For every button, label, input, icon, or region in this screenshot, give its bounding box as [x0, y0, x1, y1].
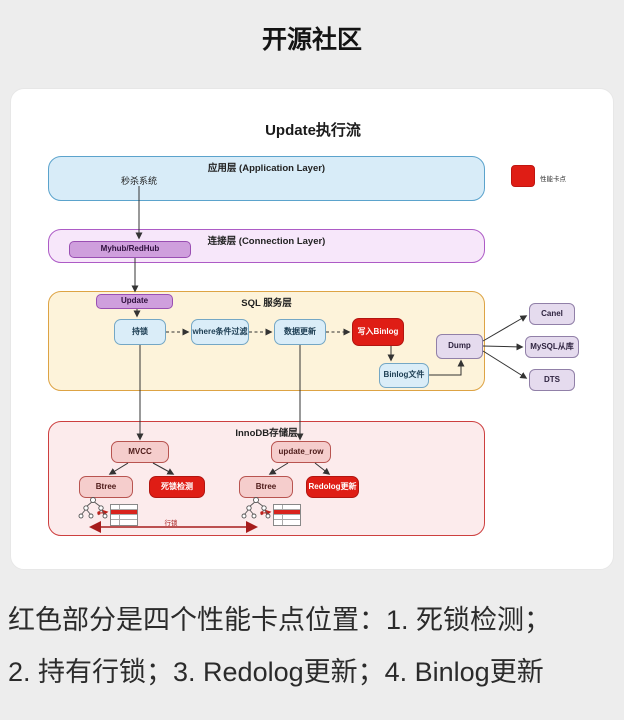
- mysql-replica-node: MySQL从库: [525, 336, 579, 358]
- mvcc-node: MVCC: [111, 441, 169, 463]
- data-update-node: 数据更新: [274, 319, 326, 345]
- table-row: [274, 520, 300, 525]
- caption-line-2: 2. 持有行锁；3. Redolog更新；4. Binlog更新: [8, 657, 544, 687]
- innodb-storage-layer-title: InnoDB存储层: [235, 428, 298, 439]
- row-lock-label: 行锁: [164, 520, 178, 527]
- btree-left-node: Btree: [79, 476, 133, 498]
- table-row: [111, 520, 137, 525]
- page-title: 开源社区: [261, 26, 362, 54]
- where-filter-node: where条件过滤: [191, 319, 249, 345]
- legend-bottleneck-swatch: [511, 165, 535, 187]
- update-node: Update: [96, 294, 173, 309]
- proxy-node: Myhub/RedHub: [69, 241, 191, 258]
- dts-node: DTS: [529, 369, 575, 391]
- table-row: [111, 515, 137, 520]
- data-page-table-left: [110, 504, 138, 526]
- connection-layer-title: 连接层 (Connection Layer): [207, 236, 326, 247]
- caption: 红色部分是四个性能卡点位置：1. 死锁检测； 2. 持有行锁；3. Redolo…: [8, 594, 620, 698]
- table-row: [274, 515, 300, 520]
- redolog-update-node: Redolog更新: [306, 476, 359, 498]
- data-page-table-right: [273, 504, 301, 526]
- binlog-file-node: Binlog文件: [379, 363, 429, 388]
- application-layer: 应用层 (Application Layer): [48, 156, 485, 201]
- btree-right-node: Btree: [239, 476, 293, 498]
- canal-node: Canel: [529, 303, 575, 325]
- application-layer-title: 应用层 (Application Layer): [207, 163, 326, 174]
- update-row-node: update_row: [271, 441, 331, 463]
- seckill-system-node: 秒杀系统: [120, 176, 157, 186]
- write-binlog-node: 写入Binlog: [352, 318, 404, 346]
- diagram-title: Update执行流: [265, 122, 361, 139]
- hold-lock-node: 持锁: [114, 319, 166, 345]
- table-row-locked: [111, 510, 137, 515]
- deadlock-check-node: 死锁检测: [149, 476, 205, 498]
- table-row: [111, 505, 137, 510]
- caption-line-1: 红色部分是四个性能卡点位置：1. 死锁检测；: [8, 605, 552, 635]
- table-row-locked: [274, 510, 300, 515]
- table-row: [274, 505, 300, 510]
- dump-node: Dump: [436, 334, 483, 359]
- legend-bottleneck-label: 性能卡点: [540, 176, 566, 183]
- sql-service-layer-title: SQL 服务层: [241, 298, 292, 309]
- diagram-card: Update执行流 性能卡点 应用层 (Application Layer) 秒…: [10, 88, 614, 570]
